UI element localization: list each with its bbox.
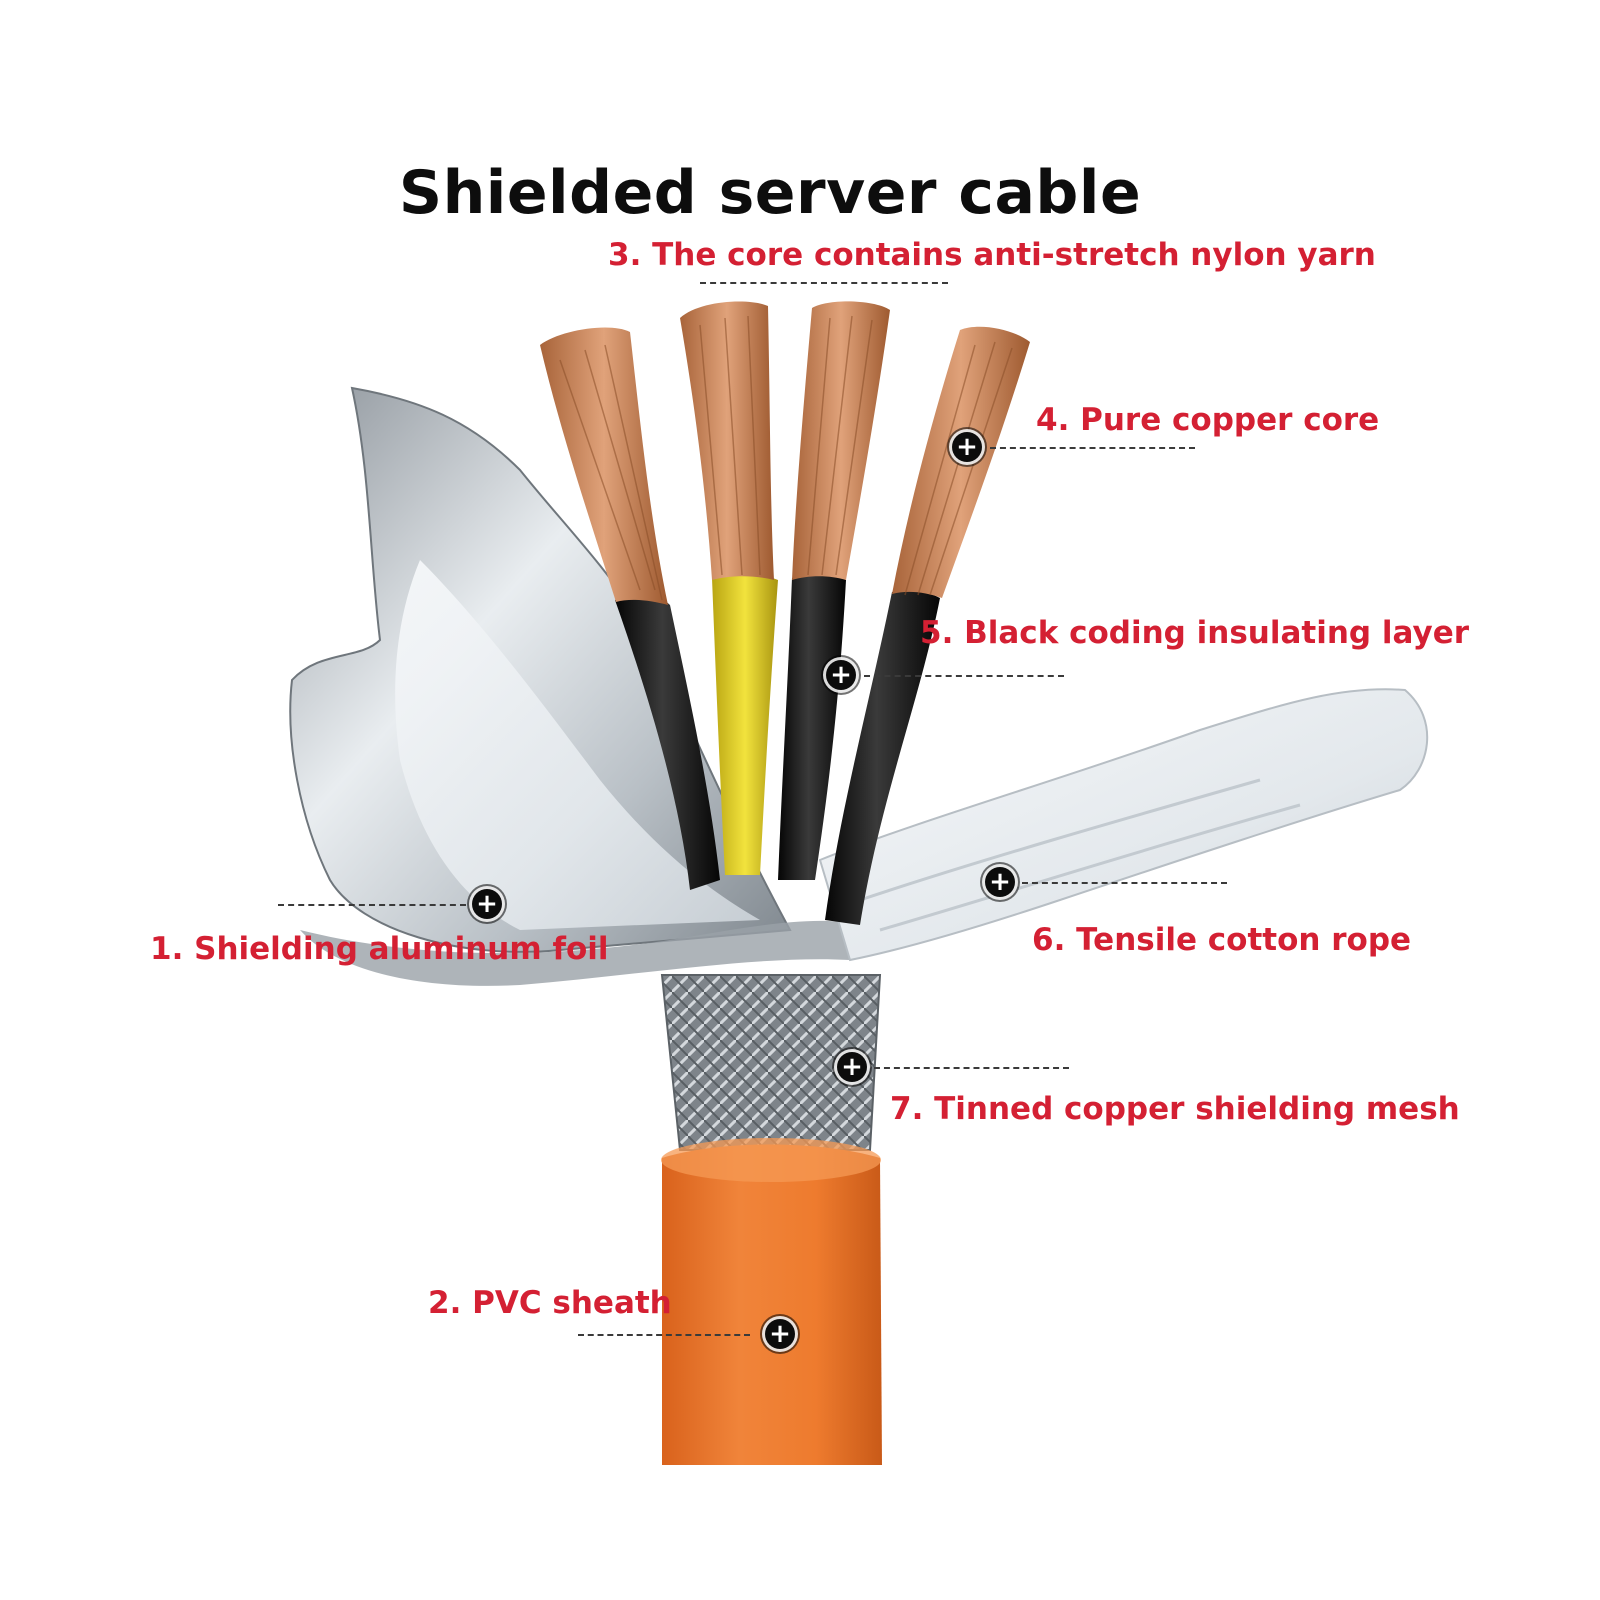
diagram-title: Shielded server cable: [398, 158, 1142, 228]
callout-pvc-sheath: 2. PVC sheath: [428, 1285, 672, 1321]
callout-black-insulating-layer: 5. Black coding insulating layer: [920, 615, 1470, 651]
aluminum-foil-shape: [289, 386, 792, 953]
callout-core-nylon-yarn: 3. The core contains anti-stretch nylon …: [608, 237, 1376, 273]
leader-line-pure-copper-core: [990, 447, 1195, 449]
callout-tensile-cotton-rope: 6. Tensile cotton rope: [1032, 922, 1412, 958]
conductor-4-black: [825, 590, 940, 925]
plus-circle-icon: +: [826, 660, 856, 690]
callout-shielding-aluminum-foil: 1. Shielding aluminum foil: [150, 931, 609, 967]
tinned-copper-mesh-shape: [660, 974, 882, 1151]
copper-strand-1: [540, 327, 668, 605]
plus-circle-icon: +: [952, 432, 982, 462]
plus-circle-icon: +: [765, 1319, 795, 1349]
conductor-1-black: [615, 594, 720, 890]
foil-inner-rope: [395, 560, 760, 930]
copper-strand-4: [892, 326, 1030, 598]
foil-edge-band: [300, 920, 860, 986]
cotton-rope-shape: [818, 688, 1429, 962]
leader-line-tensile-cotton-rope: [1022, 882, 1227, 884]
plus-circle-icon: +: [472, 889, 502, 919]
pvc-sheath-shape: [662, 1144, 882, 1465]
leader-line-black-insulating-layer: [864, 675, 1064, 677]
plus-circle-icon: +: [985, 867, 1015, 897]
leader-line-pvc-sheath: [578, 1334, 750, 1336]
callout-tinned-copper-mesh: 7. Tinned copper shielding mesh: [890, 1091, 1460, 1127]
conductor-2-yellow: [712, 573, 778, 875]
leader-line-core-nylon-yarn: [700, 282, 948, 284]
callout-pure-copper-core: 4. Pure copper core: [1036, 402, 1380, 438]
leader-line-shielding-aluminum-foil: [278, 904, 466, 906]
plus-circle-icon: +: [837, 1052, 867, 1082]
conductor-3-black: [778, 573, 846, 880]
leader-line-tinned-copper-mesh: [874, 1067, 1069, 1069]
